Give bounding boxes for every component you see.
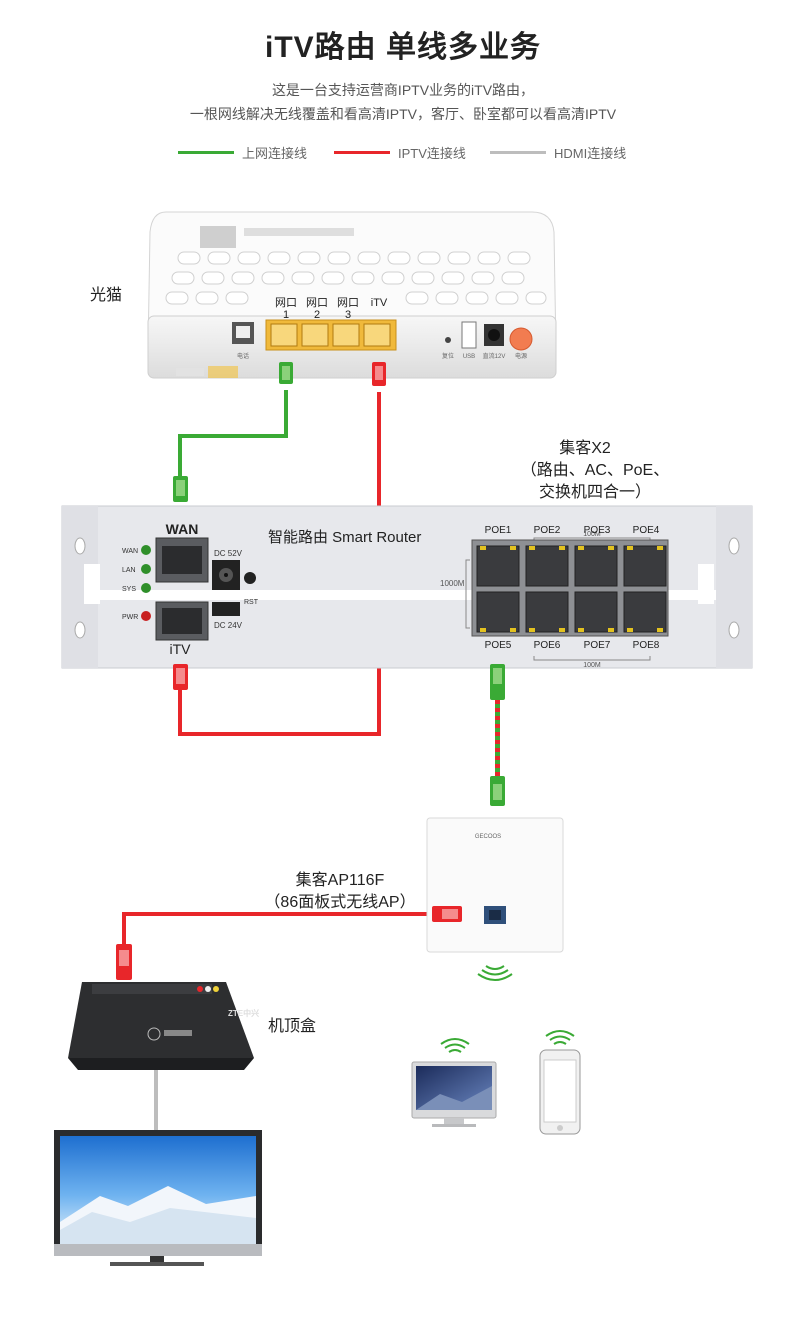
speed-label-top: 100M	[583, 531, 601, 538]
poe8-port	[623, 591, 667, 633]
stb-label: 机顶盒	[268, 1018, 317, 1035]
optical-modem: 电话 复位 USB 直流12V 电源 网口 网口 网口 iTV 1 2 3	[147, 211, 557, 379]
ap-brand: GECOOS	[475, 834, 501, 840]
legend-label: IPTV连接线	[398, 146, 466, 161]
modem-port-label-3: 网口	[337, 297, 359, 309]
television	[54, 1130, 262, 1266]
poe7-port	[574, 591, 618, 633]
modem-label-reset: 复位	[442, 352, 454, 360]
modem-label-usb: USB	[463, 354, 475, 360]
rj45-plug-red-itv	[173, 664, 188, 690]
led-label-pwr: PWR	[122, 614, 138, 621]
page-title: iTV路由 单线多业务	[264, 31, 541, 64]
poe8-label: POE8	[633, 640, 660, 651]
poe6-label: POE6	[534, 640, 561, 651]
poe4-port	[623, 545, 667, 587]
modem-itv-port	[363, 323, 391, 347]
poe2-label: POE2	[534, 525, 561, 536]
poe2-port	[525, 545, 569, 587]
computer-wifi-icon	[440, 1038, 470, 1053]
modem-port-label-2: 网口	[306, 297, 328, 309]
rj45-plug-red-ap	[432, 906, 462, 922]
rj45-plug-red-stb	[116, 944, 132, 980]
usb-port	[461, 321, 477, 349]
router-label-line-1: 集客X2	[559, 440, 611, 457]
stb-brand: ZTE中兴	[228, 1008, 259, 1018]
modem-label: 光猫	[90, 287, 123, 304]
modem-label-phone: 电话	[237, 352, 249, 360]
wall-ap-panel: GECOOS	[426, 817, 564, 953]
speed-label-bottom: 100M	[583, 662, 601, 669]
lan-led	[141, 564, 151, 574]
poe6-port	[525, 591, 569, 633]
legend-hdmi-cable: HDMI连接线	[490, 143, 626, 162]
modem-port-number-2: 2	[314, 309, 320, 321]
poe1-port	[476, 545, 520, 587]
modem-lan-port-1	[270, 323, 298, 347]
rj45-plug-red-modem	[372, 362, 386, 386]
router-wan-label: WAN	[166, 521, 199, 537]
reset-button	[244, 572, 256, 584]
pwr-led	[141, 611, 151, 621]
smartphone	[539, 1049, 581, 1135]
desktop-computer	[411, 1061, 497, 1127]
legend-swatch-red	[334, 151, 390, 154]
legend-internet-cable: 上网连接线	[178, 143, 307, 162]
router-dc-out-label: DC 24V	[214, 621, 243, 630]
legend-swatch-gray	[490, 151, 546, 154]
modem-port-label-itv: iTV	[371, 297, 388, 309]
rj45-plug-ap-top	[490, 776, 505, 806]
ap-label-line-2: （86面板式无线AP）	[264, 894, 416, 911]
router-rst-label: RST	[244, 599, 259, 606]
modem-lan-port-2	[301, 323, 329, 347]
poe-cable	[495, 700, 500, 778]
led-label-lan: LAN	[122, 567, 136, 574]
router-dc-in-label: DC 52V	[214, 549, 243, 558]
router-label-line-3: 交换机四合一）	[538, 484, 651, 501]
legend-swatch-green	[178, 151, 234, 154]
ap-wifi-icon	[477, 965, 513, 981]
led-label-wan: WAN	[122, 548, 138, 555]
poe5-label: POE5	[485, 640, 512, 651]
subtitle-line-1: 这是一台支持运营商IPTV业务的iTV路由，	[271, 82, 535, 98]
speed-label-mid: 1000M	[440, 579, 465, 588]
iptv-cable-stb	[122, 912, 444, 944]
poe3-port	[574, 545, 618, 587]
phone-wifi-icon	[545, 1030, 575, 1045]
poe7-label: POE7	[584, 640, 611, 651]
subtitle-line-2: 一根网线解决无线覆盖和看高清IPTV，客厅、卧室都可以看高清IPTV	[189, 106, 617, 122]
modem-lan-port-3	[332, 323, 360, 347]
poe3-label: POE3	[584, 525, 611, 536]
poe4-label: POE4	[633, 525, 660, 536]
set-top-box: ZTE中兴	[68, 982, 259, 1070]
sys-led	[141, 583, 151, 593]
legend-iptv-cable: IPTV连接线	[334, 143, 466, 162]
legend-label: HDMI连接线	[554, 146, 627, 161]
rj45-plug-green-modem	[279, 362, 293, 384]
legend-label: 上网连接线	[242, 146, 308, 161]
smart-router: WAN LAN SYS PWR WAN iTV DC 52V RST DC 24…	[61, 505, 753, 669]
ap-label-line-1: 集客AP116F	[295, 872, 385, 889]
power-button	[509, 327, 533, 351]
modem-port-number-1: 1	[283, 309, 289, 321]
rj45-plug-green-wan	[173, 476, 188, 502]
router-itv-label: iTV	[170, 641, 192, 657]
poe5-port	[476, 591, 520, 633]
poe1-label: POE1	[485, 525, 512, 536]
wan-led	[141, 545, 151, 555]
internet-cable	[178, 390, 288, 478]
modem-port-label-1: 网口	[275, 297, 297, 309]
rj45-plug-poe5	[490, 664, 505, 700]
led-label-sys: SYS	[122, 586, 136, 593]
modem-label-dc: 直流12V	[483, 352, 506, 360]
router-label-line-2: （路由、AC、PoE、	[520, 462, 670, 479]
modem-port-number-3: 3	[345, 309, 351, 321]
modem-label-power: 电源	[515, 352, 527, 360]
router-name: 智能路由 Smart Router	[268, 528, 421, 546]
